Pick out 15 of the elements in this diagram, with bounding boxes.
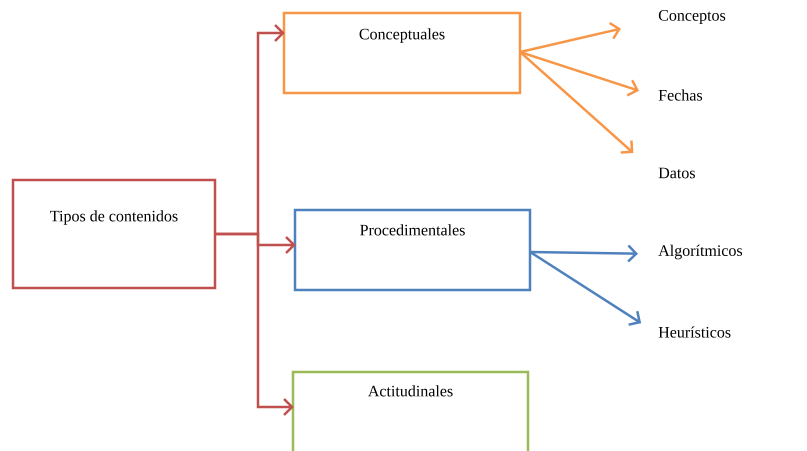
- item-label: Heurísticos: [658, 326, 730, 338]
- arrow: [519, 51, 634, 154]
- text-box: Actitudinales: [292, 370, 530, 451]
- arrow: [520, 22, 621, 54]
- text-box: Tipos de contenidos: [12, 178, 216, 290]
- item-label: Conceptos: [658, 10, 726, 24]
- arrow: [520, 50, 639, 96]
- arrow: [530, 250, 642, 326]
- arrow: [530, 244, 638, 262]
- item-label: Fechas: [658, 89, 702, 101]
- text-box: Conceptuales: [282, 12, 522, 94]
- item-label: Datos: [658, 168, 695, 178]
- arrow: [215, 232, 294, 416]
- text-box: Procedimentales: [294, 208, 532, 292]
- item-label: Algorítmicos: [658, 244, 742, 260]
